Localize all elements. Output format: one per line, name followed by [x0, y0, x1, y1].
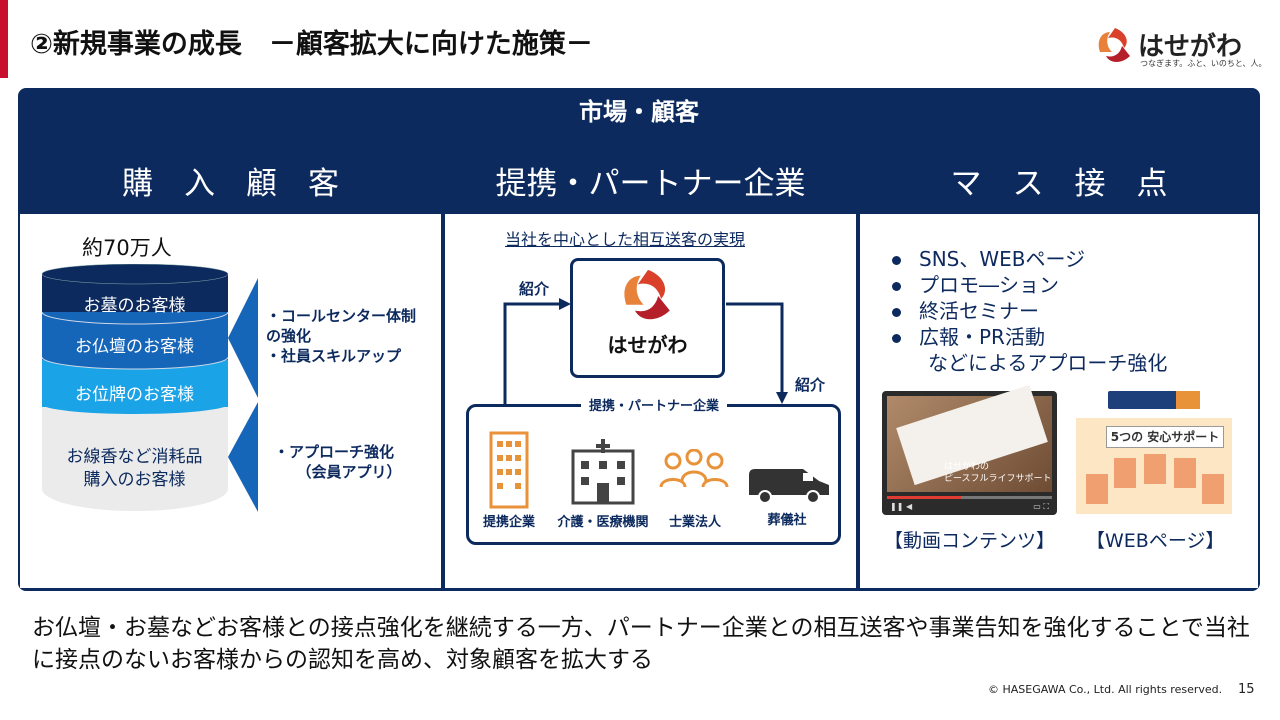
- partners-caption: 当社を中心とした相互送客の実現: [505, 230, 746, 249]
- video-label: 【動画コンテンツ】: [884, 530, 1056, 552]
- hospital-icon: [571, 439, 635, 505]
- market-heading: 市場・顧客: [579, 98, 699, 126]
- bullet-item: SNS、WEBページ: [892, 246, 1085, 272]
- page-number: 15: [1238, 682, 1255, 697]
- play-pause-icon[interactable]: ❚❚ ◀: [890, 502, 913, 511]
- measure-call-center: ・コールセンター体制 の強化 ・社員スキルアップ: [266, 307, 417, 365]
- bullet-suffix: などによるアプローチ強化: [928, 351, 1168, 375]
- bullet-item: 終活セミナー: [892, 298, 1039, 324]
- page-title: ②新規事業の成長 －顧客拡大に向けた施策－: [30, 29, 593, 60]
- column-header-mass: マ ス 接 点: [860, 148, 1258, 212]
- measure-app: ・アプローチ強化 （会員アプリ）: [274, 443, 402, 481]
- referral-arrows: [503, 298, 788, 404]
- video-caption: はせがわの ピースフルライフサポート: [944, 462, 1052, 484]
- customer-cylinder: [41, 264, 229, 511]
- building-icon: [489, 431, 529, 509]
- people-icon: [659, 449, 729, 488]
- customer-total: 約70万人: [82, 236, 172, 260]
- summary-text: お仏壇・お墓などお客様との接点強化を継続する一方、パートナー企業との相互送客や事…: [32, 615, 1250, 673]
- partners-panel: 当社を中心とした相互送客の実現 はせがわ 紹介 紹介 提携・パートナー企業 提携…: [445, 214, 856, 588]
- web-label: 【WEBページ】: [1086, 530, 1225, 552]
- layer-consumables-customers: お線香など消耗品 購入のお客様: [66, 447, 203, 490]
- partner-label: 提携企業: [482, 515, 535, 530]
- referral-label-right: 紹介: [795, 376, 826, 394]
- layer-altar-customers: お仏壇のお客様: [75, 336, 194, 357]
- hasegawa-center-box: はせがわ: [570, 258, 725, 378]
- partner-label: 介護・医療機関: [557, 515, 649, 530]
- hearse-van-icon: [749, 469, 829, 504]
- accent-bar: [0, 0, 8, 78]
- layer-grave-customers: お墓のお客様: [83, 295, 186, 316]
- bullet-item: プロモ―ション: [892, 272, 1059, 298]
- referral-label-left: 紹介: [519, 280, 550, 298]
- seminar-banner[interactable]: [1108, 391, 1200, 409]
- arrow-left-icon: [228, 402, 258, 512]
- fullscreen-icon[interactable]: ▭ ⛶: [1033, 502, 1049, 511]
- partner-companies-box: 提携・パートナー企業 提携企業 介護・医療機関 士業法人 葬儀社: [466, 395, 841, 545]
- customers-panel: 約70万人 お墓のお客様 お仏壇のお客様 お位牌のお客様 お線香など消耗品 購入…: [20, 214, 441, 588]
- bullet-item: 広報・PR活動: [892, 324, 1045, 350]
- layer-tablet-customers: お位牌のお客様: [75, 384, 194, 405]
- copyright: © HASEGAWA Co., Ltd. All rights reserved…: [988, 683, 1223, 696]
- video-thumbnail[interactable]: はせがわの ピースフルライフサポート ❚❚ ◀ ▭ ⛶: [882, 384, 1057, 515]
- logo-mark-icon: [623, 269, 670, 320]
- arrow-left-icon: [228, 278, 258, 398]
- column-header-partners: 提携・パートナー企業: [445, 148, 856, 212]
- partner-label: 葬儀社: [767, 513, 807, 528]
- web-caption: 5つの 安心サポート: [1106, 426, 1224, 448]
- partner-label: 士業法人: [668, 515, 721, 530]
- logo-mark-icon: [1098, 28, 1130, 62]
- company-logo: はせがわ つなぎます。ふと、いのちと、人。: [1096, 26, 1267, 70]
- web-page-thumbnail[interactable]: 5つの 安心サポート: [1076, 418, 1232, 514]
- column-header-customers: 購 入 顧 客: [20, 148, 441, 212]
